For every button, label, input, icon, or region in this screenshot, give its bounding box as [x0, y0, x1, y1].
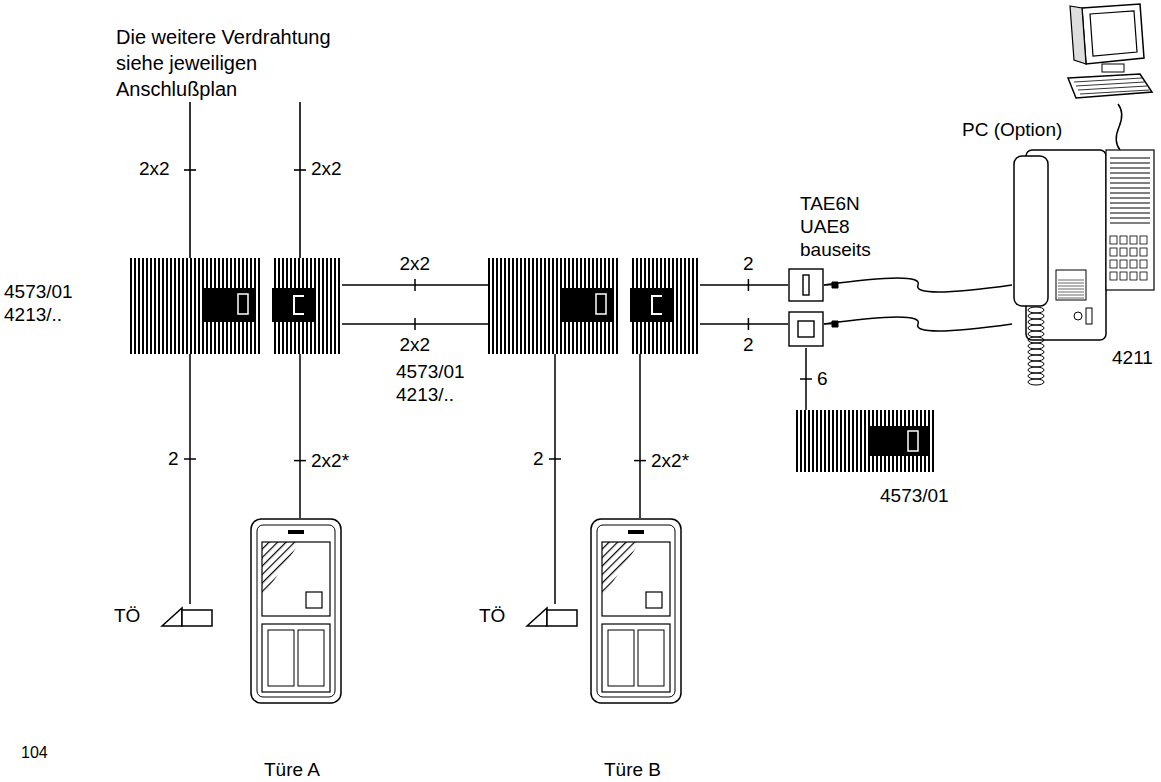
node-label: 4573/01 4213/..: [396, 360, 465, 406]
node-label: TÖ: [114, 604, 140, 627]
node-label: Türe A: [264, 758, 320, 781]
pc-computer-shape: [1062, 4, 1154, 104]
wire-count: 2x2: [138, 158, 171, 180]
wire-tick: [414, 279, 416, 291]
node-label: 4573/01: [880, 484, 949, 507]
wire: [639, 354, 641, 518]
node-label: 4211: [1112, 346, 1153, 369]
node-label: TÖ: [479, 604, 505, 627]
wire: [824, 278, 1012, 292]
wire-count: 6: [816, 368, 829, 390]
wire-count: 2: [742, 253, 755, 275]
module-4573: 4573/01: [796, 410, 936, 472]
wall-sockets-shape: [788, 268, 824, 348]
wire-tick: [184, 458, 196, 460]
module-4573-shape: [796, 410, 936, 472]
door-opener: TÖ: [160, 604, 212, 628]
door-opener: TÖ: [525, 604, 577, 628]
wire-tick: [634, 460, 646, 462]
wire: [554, 354, 556, 604]
door-station: Türe B: [590, 518, 682, 704]
further-wiring-arrows: [184, 92, 306, 258]
wire-tick: [748, 279, 750, 291]
wire: [299, 354, 301, 518]
door-station: Türe A: [250, 518, 342, 704]
door-station-shape: [590, 518, 682, 704]
wire-count: 2x2*: [310, 450, 350, 472]
node-label: 4573/01 4213/..: [4, 280, 73, 326]
note-text: Die weitere Verdrahtung siehe jeweiligen…: [115, 24, 379, 102]
wire-tick: [549, 458, 561, 460]
wire: [700, 323, 788, 325]
page-number: 104: [20, 742, 49, 764]
wire: [189, 354, 191, 604]
wire-tick: [294, 460, 306, 462]
node-label: TAE6N UAE8 bauseits: [800, 192, 871, 261]
wire-count: 2: [167, 448, 180, 470]
wall-sockets: TAE6N UAE8 bauseits: [788, 268, 824, 348]
wire-tick: [414, 318, 416, 330]
wire-count: 2x2: [399, 253, 432, 275]
wire: [824, 317, 1012, 331]
wire-count: 2x2: [399, 334, 432, 356]
module-pair: 4573/01 4213/..: [488, 258, 700, 354]
wire-count: 2: [742, 334, 755, 356]
wire: [700, 284, 788, 286]
node-label: Türe B: [604, 758, 661, 781]
pc-computer: PC (Option): [1062, 4, 1154, 104]
module-pair-shape: [488, 258, 700, 354]
wire-count: 2x2*: [650, 450, 690, 472]
door-opener-shape: [525, 604, 577, 628]
wire-count: 2x2: [310, 158, 343, 180]
module-pair-shape: [130, 258, 342, 354]
node-label: PC (Option): [962, 118, 1062, 141]
door-opener-shape: [160, 604, 212, 628]
wire-count: 2: [532, 448, 545, 470]
wire-tick: [800, 378, 812, 380]
module-pair: 4573/01 4213/..: [130, 258, 342, 354]
door-station-shape: [250, 518, 342, 704]
wire: [1116, 104, 1122, 150]
wire-tick: [748, 318, 750, 330]
telephone-4211: 4211: [1012, 150, 1154, 390]
